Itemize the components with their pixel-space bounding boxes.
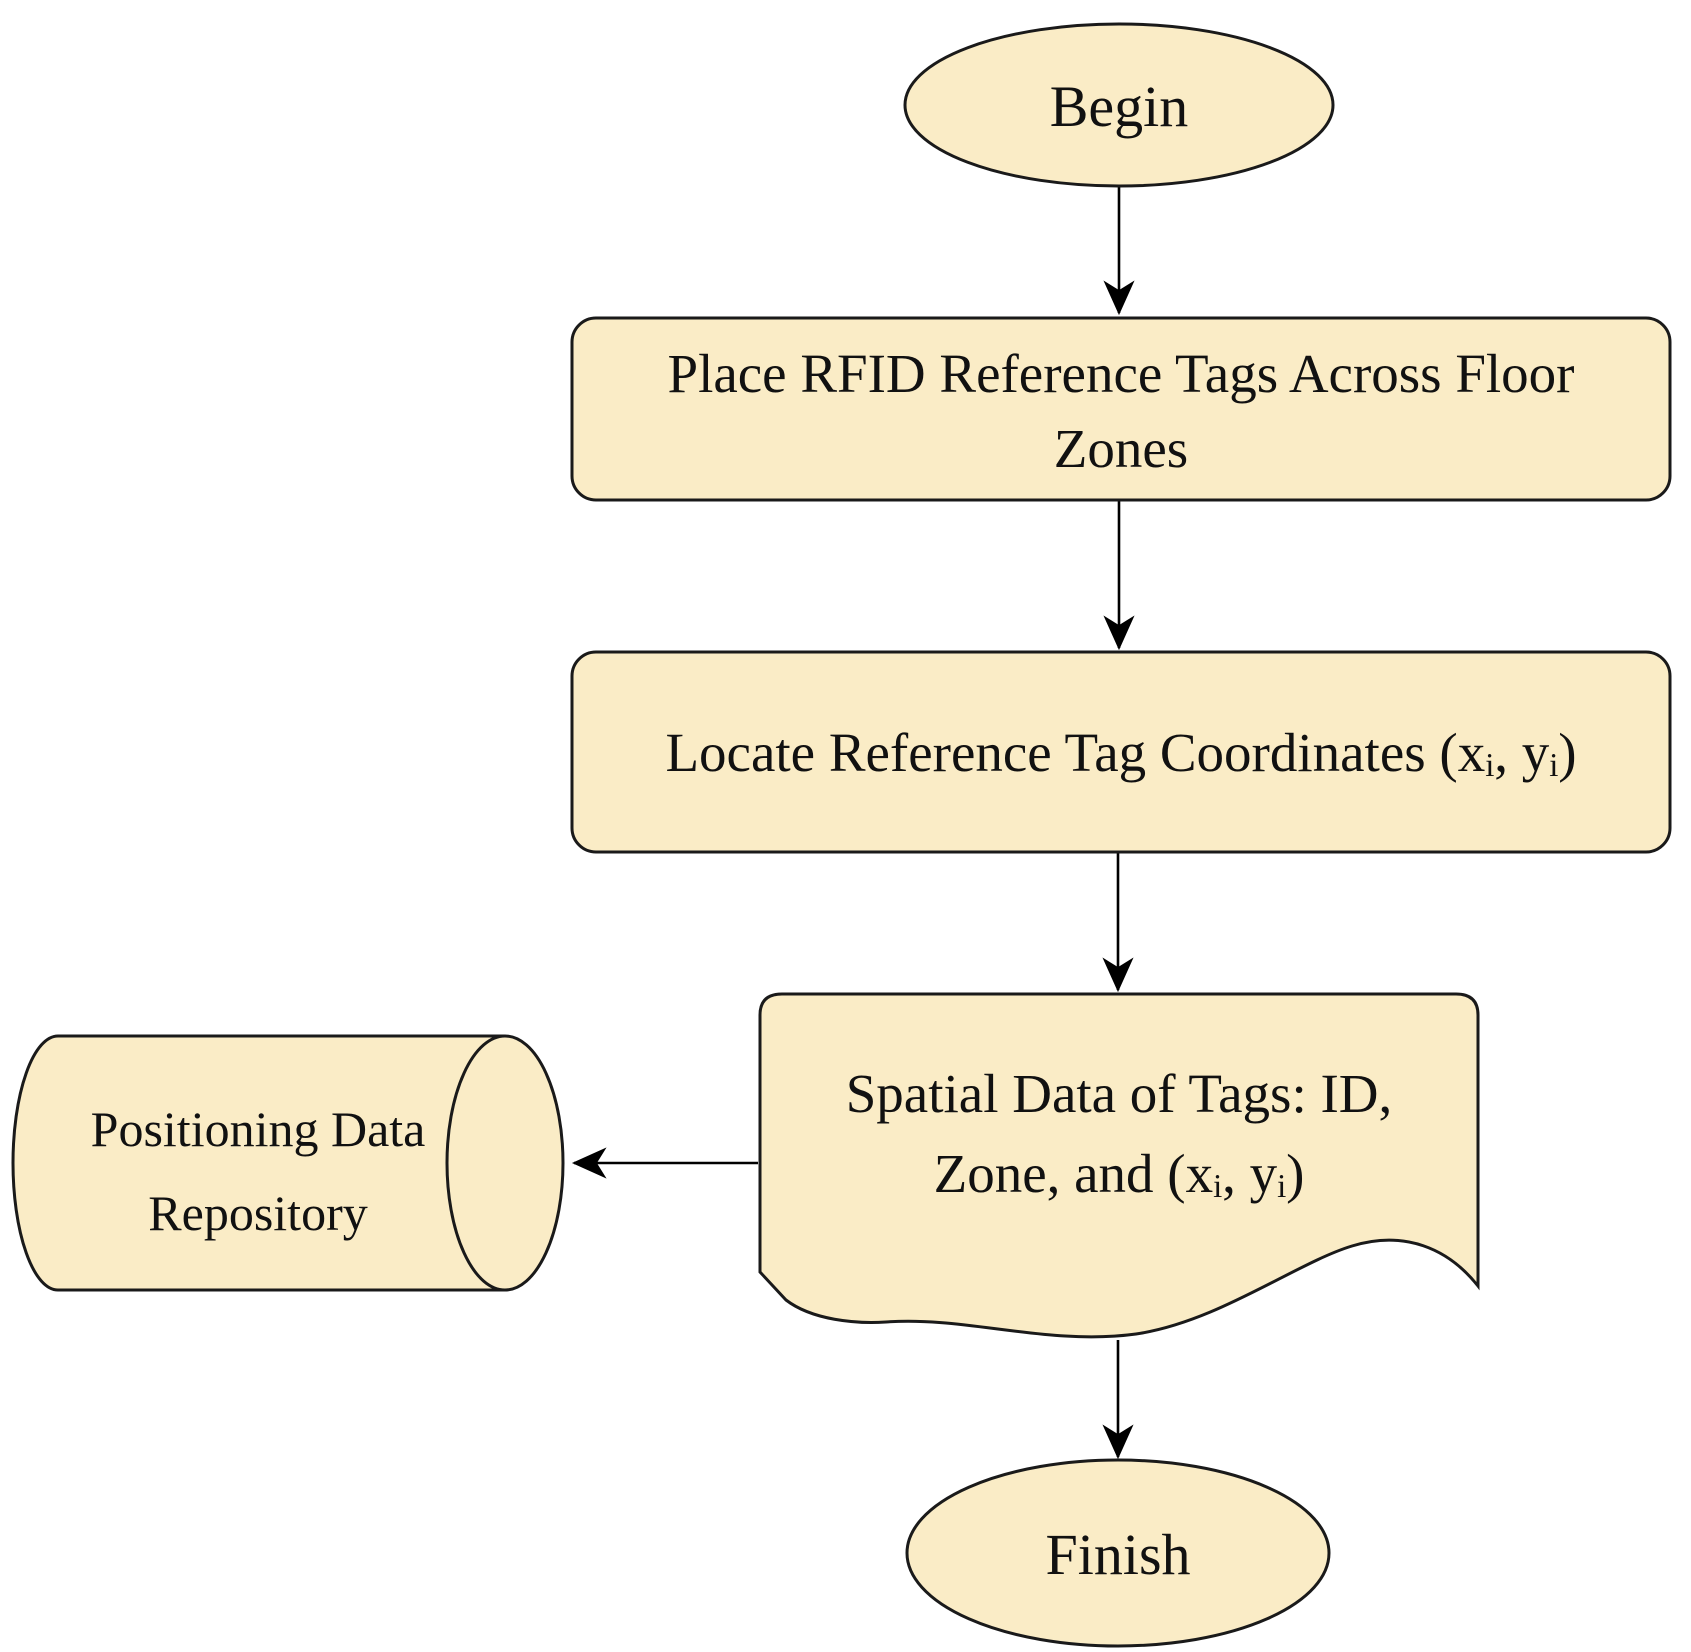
begin-label: Begin	[1050, 74, 1189, 139]
begin-node: Begin	[903, 22, 1335, 188]
place-tags-label-line1: Place RFID Reference Tags Across Floor	[667, 343, 1574, 404]
repository-label-line1: Positioning Data	[91, 1101, 426, 1157]
place-tags-rect	[570, 316, 1672, 502]
finish-label: Finish	[1045, 1522, 1190, 1587]
spatial-data-label-line2: Zone, and (xᵢ, yᵢ)	[934, 1143, 1305, 1204]
cylinder-body	[11, 1034, 505, 1292]
document-shape	[758, 992, 1480, 1339]
cylinder-cap	[445, 1034, 565, 1292]
locate-coords-label: Locate Reference Tag Coordinates (xᵢ, yᵢ…	[665, 722, 1576, 783]
repository-label-line2: Repository	[148, 1185, 367, 1241]
locate-coords-node: Locate Reference Tag Coordinates (xᵢ, yᵢ…	[570, 650, 1672, 854]
spatial-data-node: Spatial Data of Tags: ID, Zone, and (xᵢ,…	[758, 992, 1480, 1339]
begin-ellipse	[903, 22, 1335, 188]
finish-ellipse	[905, 1458, 1331, 1648]
finish-node: Finish	[905, 1458, 1331, 1648]
spatial-data-label-line1: Spatial Data of Tags: ID,	[846, 1063, 1393, 1124]
place-tags-node: Place RFID Reference Tags Across Floor Z…	[570, 316, 1672, 502]
repository-node: Positioning Data Repository	[11, 1034, 565, 1292]
place-tags-label-line2: Zones	[1054, 418, 1188, 479]
locate-coords-rect	[570, 650, 1672, 854]
